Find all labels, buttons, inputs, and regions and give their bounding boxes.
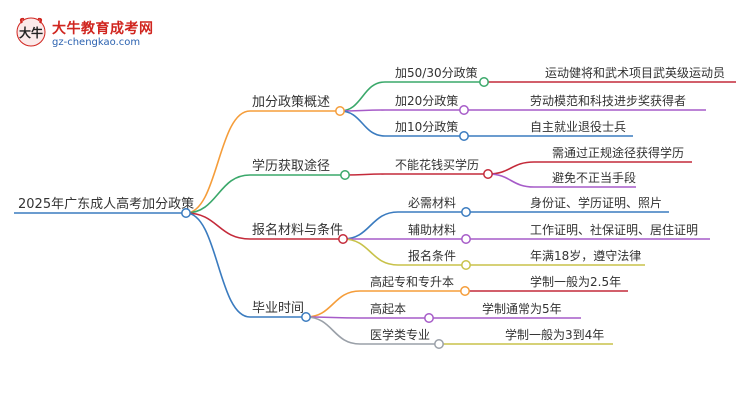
- leaf-node-label: 劳动模范和科技进步奖获得者: [530, 93, 686, 108]
- sub-to-leaf-edge: [487, 173, 535, 188]
- sub-node-toggle[interactable]: [483, 169, 493, 179]
- sub-node-label: 报名条件: [408, 248, 456, 263]
- root-to-branch-edge: [185, 174, 251, 214]
- sub-node-toggle[interactable]: [460, 286, 470, 296]
- bull-logo-icon: 大牛: [16, 17, 46, 47]
- sub-node-label: 加20分政策: [395, 94, 458, 108]
- sub-node-label: 辅助材料: [408, 223, 456, 237]
- branch-node-label: 学历获取途径: [252, 158, 330, 174]
- leaf-node-label: 学制通常为5年: [482, 301, 562, 316]
- sub-node-toggle[interactable]: [434, 339, 444, 349]
- branch-to-sub-edge: [339, 81, 386, 112]
- sub-node-label: 不能花钱买学历: [395, 157, 479, 172]
- branch-to-sub-edge: [342, 211, 399, 240]
- root-to-branch-edge: [185, 212, 251, 240]
- mindmap-edges: [14, 81, 736, 345]
- branch-to-sub-edge: [305, 316, 361, 345]
- root-node-label: 2025年广东成人高考加分政策: [18, 196, 194, 212]
- sub-to-leaf-edge: [487, 161, 535, 175]
- sub-node-toggle[interactable]: [461, 234, 471, 244]
- sub-node-toggle[interactable]: [461, 207, 471, 217]
- sub-node-label: 加10分政策: [395, 120, 458, 134]
- sub-node-label: 医学类专业: [370, 327, 430, 342]
- logo-title: 大牛教育成考网: [52, 21, 154, 37]
- branch-node-toggle[interactable]: [340, 170, 350, 180]
- branch-node-label: 报名材料与条件: [252, 222, 343, 238]
- sub-node-toggle[interactable]: [461, 260, 471, 270]
- logo-url: gz-chengkao.com: [52, 37, 141, 48]
- leaf-node-label: 年满18岁，遵守法律: [530, 248, 641, 263]
- branch-node-toggle[interactable]: [301, 312, 311, 322]
- branch-node-toggle[interactable]: [335, 106, 345, 116]
- branch-to-sub-edge: [342, 238, 399, 266]
- branch-node-toggle[interactable]: [338, 234, 348, 244]
- leaf-node-label: 自主就业退役士兵: [530, 119, 626, 134]
- branch-node-label: 加分政策概述: [252, 94, 330, 110]
- branch-to-sub-edge: [344, 173, 386, 176]
- root-to-branch-edge: [185, 212, 251, 318]
- mindmap-nodes: 2025年广东成人高考加分政策 加分政策概述 加50/30分政策 运动健将和武术项目武…: [18, 66, 725, 349]
- leaf-node-label: 学制一般为3到4年: [505, 327, 604, 342]
- root-node-toggle[interactable]: [181, 208, 191, 218]
- branch-to-sub-edge: [339, 110, 386, 137]
- root-to-branch-edge: [185, 110, 251, 214]
- leaf-node-label: 身份证、学历证明、照片: [530, 195, 662, 210]
- leaf-node-label: 学制一般为2.5年: [530, 274, 621, 289]
- logo-mark-text: 大牛: [19, 25, 43, 40]
- leaf-node-label: 运动健将和武术项目武英级运动员: [545, 66, 725, 80]
- site-logo[interactable]: 大牛 大牛教育成考网 gz-chengkao.com: [14, 16, 164, 52]
- sub-node-toggle[interactable]: [459, 131, 469, 141]
- leaf-node-label: 避免不正当手段: [552, 170, 636, 185]
- leaf-node-label: 工作证明、社保证明、居住证明: [530, 222, 698, 237]
- sub-node-toggle[interactable]: [424, 313, 434, 323]
- branch-to-sub-edge: [305, 290, 361, 318]
- sub-node-label: 高起本: [370, 301, 406, 316]
- branch-node-label: 毕业时间: [252, 301, 304, 316]
- sub-node-toggle[interactable]: [459, 105, 469, 115]
- sub-node-label: 必需材料: [408, 196, 456, 210]
- sub-node-toggle[interactable]: [479, 77, 489, 87]
- sub-node-label: 高起专和专升本: [370, 274, 454, 289]
- sub-node-label: 加50/30分政策: [395, 66, 478, 80]
- leaf-node-label: 需通过正规途径获得学历: [552, 145, 684, 160]
